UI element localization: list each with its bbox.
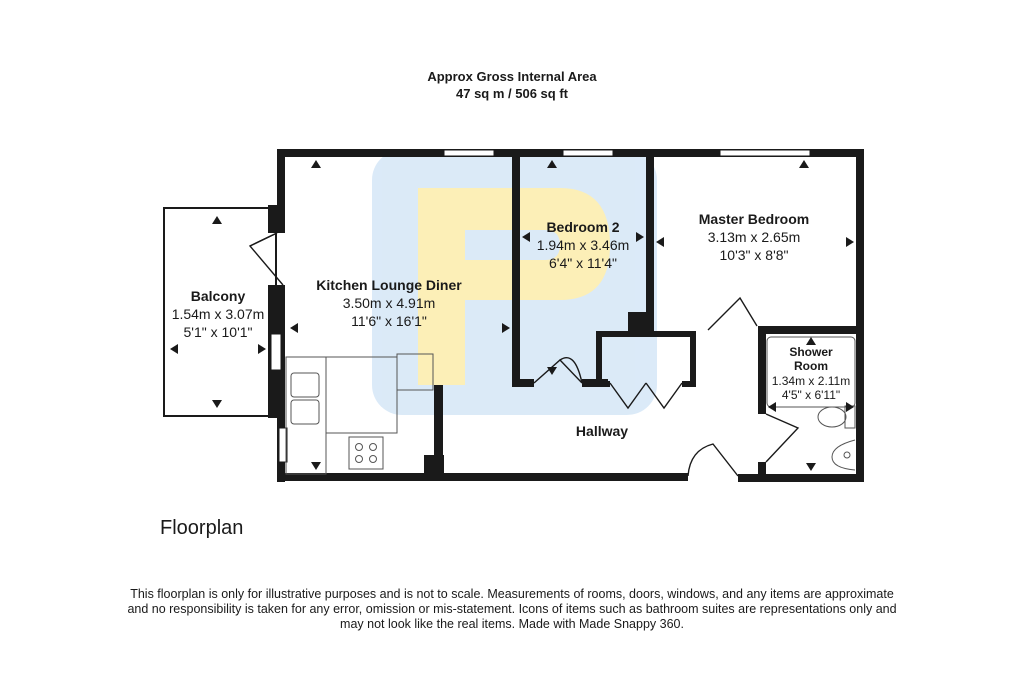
master-imperial: 10'3" x 8'8" xyxy=(720,247,789,263)
bedroom2-imperial: 6'4" x 11'4" xyxy=(549,255,617,271)
floorplan-caption: Floorplan xyxy=(160,517,244,539)
shower-metric: 1.34m x 2.11m xyxy=(772,374,850,388)
kitchen-metric: 3.50m x 4.91m xyxy=(343,295,436,311)
master-metric: 3.13m x 2.65m xyxy=(708,229,801,245)
balcony-imperial: 5'1" x 10'1" xyxy=(184,324,253,340)
bedroom2-metric: 1.94m x 3.46m xyxy=(537,237,630,253)
disclaimer: This floorplan is only for illustrative … xyxy=(110,587,914,632)
area-value: 47 sq m / 506 sq ft xyxy=(456,86,568,101)
kitchen-imperial: 11'6" x 16'1" xyxy=(351,313,427,329)
balcony-name: Balcony xyxy=(191,288,246,304)
disclaimer-line-1: This floorplan is only for illustrative … xyxy=(130,587,894,601)
hallway-name: Hallway xyxy=(576,423,628,439)
balcony-metric: 1.54m x 3.07m xyxy=(172,306,265,322)
master-name: Master Bedroom xyxy=(699,211,809,227)
kitchen-name: Kitchen Lounge Diner xyxy=(316,277,462,293)
shower-name-1: Shower xyxy=(789,345,833,359)
dimension-arrows xyxy=(170,160,854,471)
windows xyxy=(270,149,811,463)
shower-imperial: 4'5" x 6'11" xyxy=(782,388,840,402)
disclaimer-line-3: may not look like the real items. Made w… xyxy=(340,617,684,631)
shower-name-2: Room xyxy=(794,359,828,373)
kitchen-fixtures xyxy=(285,353,434,475)
area-title: Approx Gross Internal Area xyxy=(427,69,597,84)
disclaimer-line-2: and no responsibility is taken for any e… xyxy=(127,602,897,616)
doors xyxy=(248,232,800,477)
bedroom2-name: Bedroom 2 xyxy=(546,219,619,235)
